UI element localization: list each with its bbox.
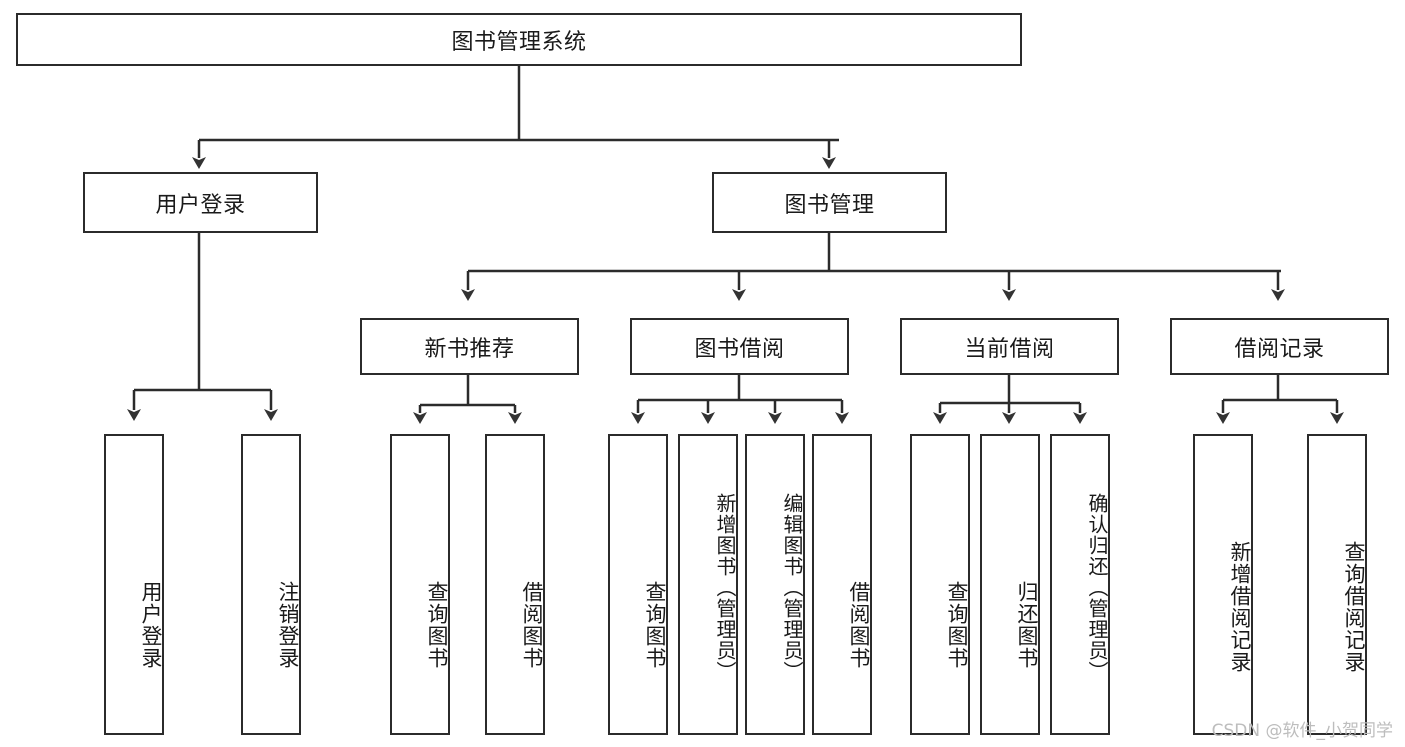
leaf-new-book-query[interactable]: 查询图书 bbox=[390, 434, 450, 735]
node-label: 用户登录 bbox=[155, 192, 246, 218]
node-label: 注销登录 bbox=[276, 580, 300, 669]
leaf-user-login-logout[interactable]: 注销登录 bbox=[241, 434, 301, 735]
leaf-user-login-login[interactable]: 用户登录 bbox=[104, 434, 164, 735]
leaf-new-book-borrow[interactable]: 借阅图书 bbox=[485, 434, 545, 735]
node-label: 图书借阅 bbox=[694, 336, 785, 362]
node-label: 编辑图书（管理员） bbox=[780, 493, 804, 682]
node-label: 图书管理系统 bbox=[451, 29, 587, 55]
leaf-borrow-edit-book-admin[interactable]: 编辑图书（管理员） bbox=[745, 434, 805, 735]
node-label: 借阅记录 bbox=[1234, 336, 1325, 362]
node-user-login[interactable]: 用户登录 bbox=[83, 172, 318, 233]
leaf-record-query[interactable]: 查询借阅记录 bbox=[1307, 434, 1367, 735]
node-book-borrow[interactable]: 图书借阅 bbox=[630, 318, 849, 375]
node-root-system[interactable]: 图书管理系统 bbox=[16, 13, 1022, 66]
node-label: 新增图书（管理员） bbox=[713, 493, 737, 682]
node-label: 归还图书 bbox=[1015, 580, 1039, 669]
node-label: 查询图书 bbox=[425, 580, 449, 669]
leaf-record-add[interactable]: 新增借阅记录 bbox=[1193, 434, 1253, 735]
leaf-current-query-book[interactable]: 查询图书 bbox=[910, 434, 970, 735]
node-label: 图书管理 bbox=[784, 192, 875, 218]
node-label: 借阅图书 bbox=[847, 580, 871, 669]
node-label: 新书推荐 bbox=[424, 336, 515, 362]
node-new-book-recommend[interactable]: 新书推荐 bbox=[360, 318, 579, 375]
node-label: 确认归还（管理员） bbox=[1085, 493, 1109, 682]
leaf-current-return-book[interactable]: 归还图书 bbox=[980, 434, 1040, 735]
node-borrow-record[interactable]: 借阅记录 bbox=[1170, 318, 1389, 375]
csdn-watermark: CSDN @软件_小贺同学 bbox=[1211, 721, 1393, 741]
node-label: 借阅图书 bbox=[520, 580, 544, 669]
node-label: 新增借阅记录 bbox=[1228, 540, 1252, 673]
node-label: 查询图书 bbox=[945, 580, 969, 669]
node-label: 当前借阅 bbox=[964, 336, 1055, 362]
leaf-borrow-borrow-book[interactable]: 借阅图书 bbox=[812, 434, 872, 735]
leaf-borrow-add-book-admin[interactable]: 新增图书（管理员） bbox=[678, 434, 738, 735]
leaf-borrow-query-book[interactable]: 查询图书 bbox=[608, 434, 668, 735]
node-label: 查询借阅记录 bbox=[1342, 540, 1366, 673]
node-label: 查询图书 bbox=[643, 580, 667, 669]
node-current-borrow[interactable]: 当前借阅 bbox=[900, 318, 1119, 375]
node-label: 用户登录 bbox=[139, 580, 163, 669]
node-book-management[interactable]: 图书管理 bbox=[712, 172, 947, 233]
leaf-current-confirm-return-admin[interactable]: 确认归还（管理员） bbox=[1050, 434, 1110, 735]
